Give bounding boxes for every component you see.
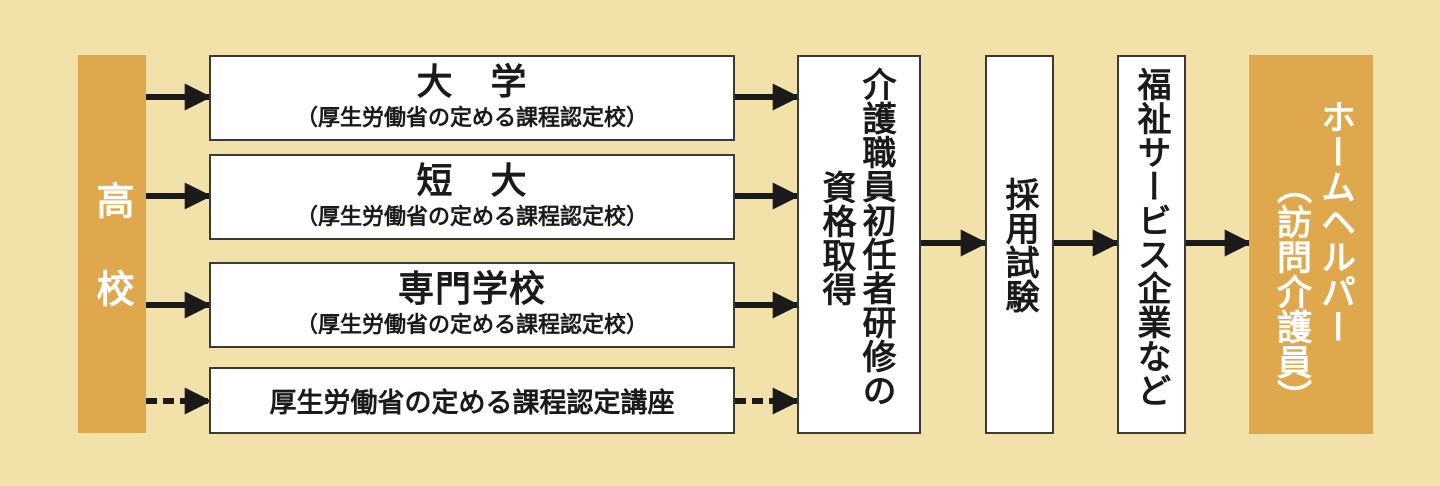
qualification-text-line2: 資格取得 bbox=[816, 170, 856, 306]
welfare-companies-label: 福祉サービス企業など bbox=[1131, 67, 1171, 407]
high-school-box: 高校 bbox=[78, 55, 146, 433]
home-helper-subtitle: （訪問介護員） bbox=[1271, 169, 1311, 414]
vocational-school-title: 専門学校 bbox=[397, 268, 546, 310]
junior-college-box: 短 大 （厚生労働省の定める課程認定校） bbox=[209, 154, 735, 240]
junior-college-note: （厚生労働省の定める課程認定校） bbox=[295, 204, 648, 230]
university-note: （厚生労働省の定める課程認定校） bbox=[295, 105, 648, 131]
qualification-box: 介護職員初任者研修の 資格取得 bbox=[797, 55, 921, 434]
university-title: 大 学 bbox=[416, 61, 528, 103]
certified-course-box: 厚生労働省の定める課程認定講座 bbox=[209, 367, 735, 434]
welfare-companies-box: 福祉サービス企業など bbox=[1117, 55, 1186, 434]
recruitment-exam-label: 採用試験 bbox=[999, 177, 1039, 313]
certified-course-label: 厚生労働省の定める課程認定講座 bbox=[269, 388, 675, 419]
home-helper-box: ホームヘルパー （訪問介護員） bbox=[1249, 55, 1373, 434]
recruitment-exam-box: 採用試験 bbox=[985, 55, 1054, 434]
home-helper-title: ホームヘルパー bbox=[1315, 99, 1355, 344]
vocational-school-note: （厚生労働省の定める課程認定校） bbox=[295, 312, 648, 338]
junior-college-title: 短 大 bbox=[416, 160, 528, 202]
qualification-text-line1: 介護職員初任者研修の bbox=[856, 67, 896, 407]
high-school-label: 高校 bbox=[90, 181, 134, 357]
vocational-school-box: 専門学校 （厚生労働省の定める課程認定校） bbox=[209, 262, 735, 348]
university-box: 大 学 （厚生労働省の定める課程認定校） bbox=[209, 55, 735, 141]
